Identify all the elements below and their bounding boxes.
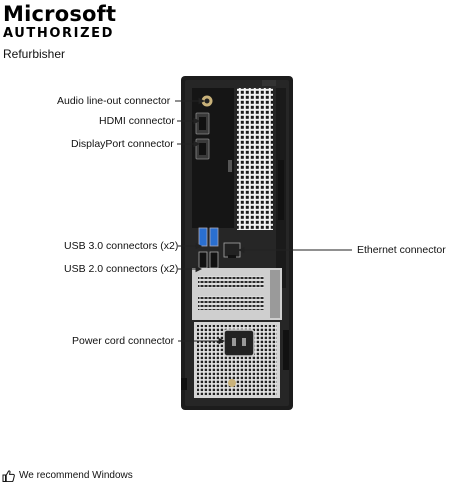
leader-lines <box>175 97 352 345</box>
label-ethernet: Ethernet connector <box>357 244 446 256</box>
label-usb2: USB 2.0 connectors (x2) <box>64 263 179 275</box>
badge-refurbisher: Refurbisher <box>3 47 66 61</box>
usb2-port-1 <box>198 251 208 269</box>
label-audio: Audio line-out connector <box>57 95 171 107</box>
footer: We recommend Windows <box>2 470 133 482</box>
footer-text: We recommend Windows <box>19 470 133 481</box>
power-socket <box>223 329 255 357</box>
badge-brand: Microsoft <box>3 2 117 26</box>
badge-authorized: AUTHORIZED <box>3 26 114 41</box>
top-vent <box>237 88 273 230</box>
usb3-port-2 <box>209 227 219 247</box>
usb2-port-2 <box>209 251 219 269</box>
thumbs-up-icon <box>2 470 15 482</box>
ethernet-port <box>223 242 241 258</box>
label-displayport: DisplayPort connector <box>71 138 174 150</box>
expansion-slots <box>192 268 282 320</box>
usb3-port-1 <box>198 227 208 247</box>
label-hdmi: HDMI connector <box>99 115 175 127</box>
label-usb3: USB 3.0 connectors (x2) <box>64 240 179 252</box>
label-power: Power cord connector <box>72 335 175 347</box>
refurbisher-badge: Microsoft AUTHORIZED Refurbisher <box>3 2 116 62</box>
